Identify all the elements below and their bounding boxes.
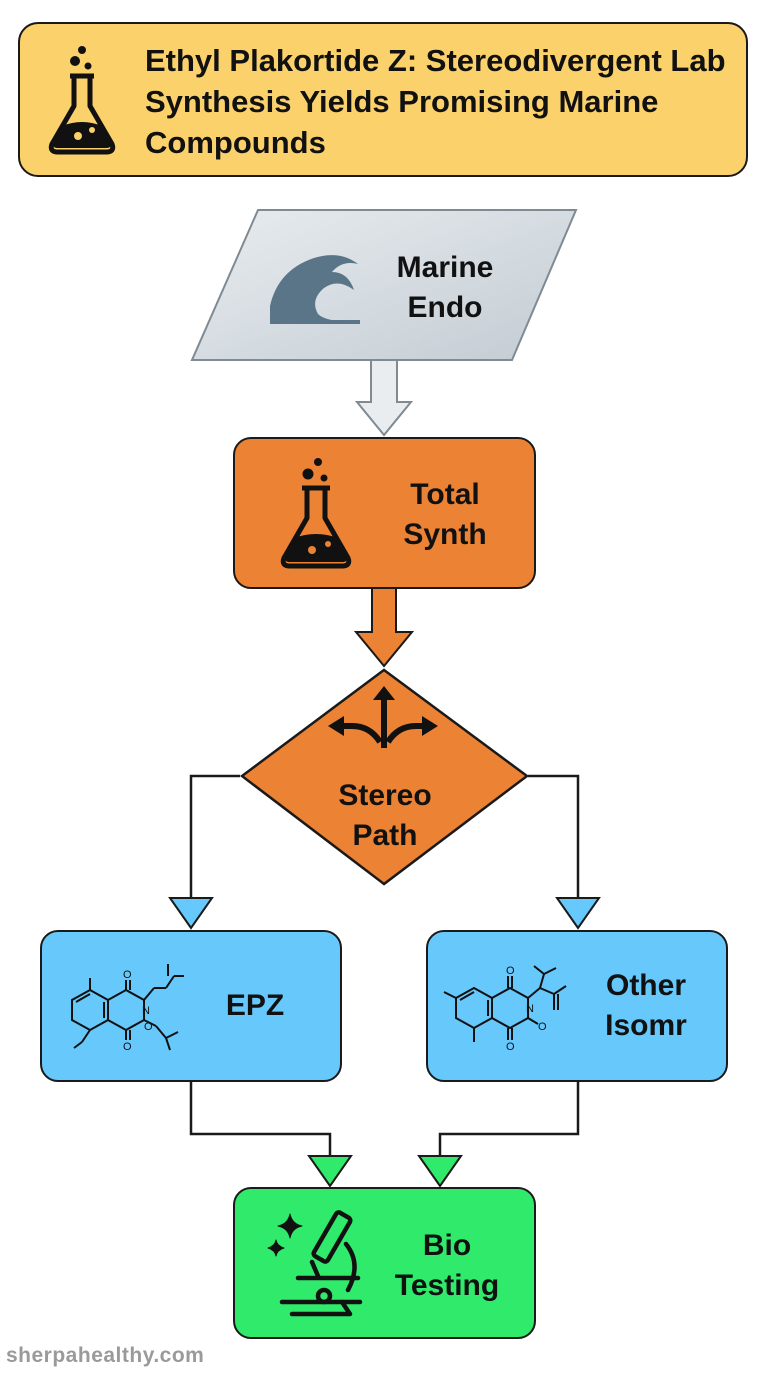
watermark: sherpahealthy.com: [6, 1344, 205, 1367]
node-stereo-path: [239, 668, 530, 886]
svg-text:O: O: [538, 1021, 547, 1033]
molecule-structure: O O N O: [71, 964, 184, 1053]
marine-label-1: Marine: [396, 251, 494, 284]
svg-text:O: O: [506, 1041, 515, 1053]
node-epz: [40, 930, 342, 1082]
synth-label-2: Synth: [403, 518, 487, 551]
edge-marine-synth: [354, 359, 414, 437]
edge-stereo-other: [528, 774, 580, 900]
synth-label-1: Total: [410, 478, 480, 511]
title-banner: [18, 22, 748, 177]
other-label-2: Isomr: [605, 1009, 687, 1042]
svg-text:O: O: [123, 969, 132, 981]
stereo-label-2: Path: [352, 819, 418, 852]
bio-label-2: Testing: [394, 1269, 500, 1302]
wave-icon: [270, 255, 360, 324]
svg-text:O: O: [123, 1041, 132, 1053]
stereo-label-1: Stereo: [338, 779, 432, 812]
node-other-isomr: [426, 930, 728, 1082]
split-arrows-icon: [328, 686, 438, 748]
edge-epz-bio: [189, 1082, 332, 1158]
molecule-structure: O O N O: [443, 965, 567, 1053]
svg-text:N: N: [526, 1003, 534, 1015]
epz-label: EPZ: [225, 989, 285, 1022]
other-label-1: Other: [605, 969, 686, 1002]
svg-text:N: N: [142, 1005, 150, 1017]
bio-label-1: Bio: [422, 1229, 472, 1262]
node-bio-testing: [233, 1187, 536, 1339]
svg-text:O: O: [506, 965, 515, 977]
edge-other-bio: [438, 1082, 580, 1158]
svg-text:O: O: [144, 1021, 153, 1033]
marine-label-2: Endo: [407, 291, 483, 324]
flask-icon: [48, 46, 116, 155]
edge-stereo-epz: [189, 774, 240, 900]
diagram-title: Ethyl Plakortide Z: Stereodivergent Lab …: [145, 43, 726, 160]
node-marine-endo: [190, 209, 578, 361]
microscope-icon: [267, 1210, 363, 1317]
flask-icon: [280, 458, 352, 569]
edge-synth-stereo: [353, 587, 415, 668]
